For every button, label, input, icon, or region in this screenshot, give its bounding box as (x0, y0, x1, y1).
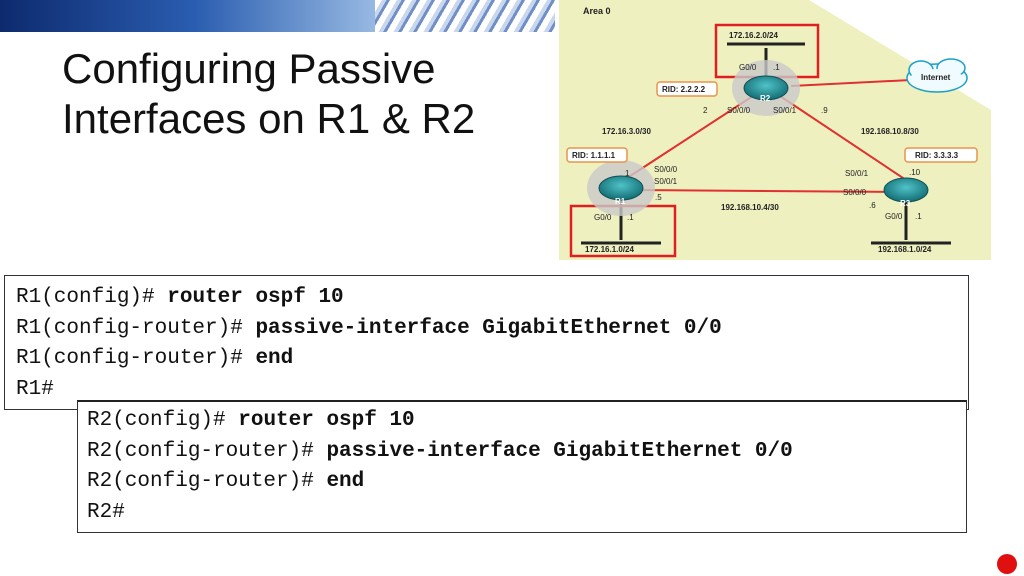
r2-ip-to-r3: .9 (821, 106, 828, 115)
prompt: R2# (87, 500, 125, 524)
r2-lan-label: 172.16.2.0/24 (729, 31, 778, 40)
r2-s000-label: S0/0/0 (727, 106, 751, 115)
r3-rid-box (904, 147, 978, 163)
prompt: R2(config)# (87, 409, 239, 432)
link-r2-r3-label: 192.168.10.8/30 (861, 127, 919, 136)
link-r1-r2-label: 172.16.3.0/30 (602, 127, 651, 136)
r1-ip-to-r3: .5 (655, 193, 662, 202)
prompt: R1(config-router)# (16, 316, 256, 340)
command: passive-interface GigabitEthernet 0/0 (326, 439, 793, 463)
r1-lan-label: 172.16.1.0/24 (585, 245, 634, 254)
r2-g0-label: G0/0 (739, 63, 757, 72)
r2-command-line: R2(config)# router ospf 10 (87, 406, 966, 437)
r1-ip-to-r2: 1 (625, 169, 630, 178)
link-r2-internet (790, 79, 912, 87)
header-banner (0, 0, 555, 32)
r3-s000-label: S0/0/0 (843, 188, 867, 197)
r2-g0-ip: .1 (773, 63, 780, 72)
r2-s001-label: S0/0/1 (773, 106, 797, 115)
r3-g0-ip: .1 (915, 212, 922, 221)
command: end (255, 347, 294, 370)
ospf-topology-diagram: Area 0 R2 R1 R3 Internet RID: 2.2.2.2 RI… (559, 0, 991, 260)
title-line-1: Configuring Passive (62, 45, 436, 92)
r3-ip-to-r1: .6 (869, 201, 876, 210)
link-r1-r3 (628, 189, 900, 193)
command: router ospf 10 (238, 409, 415, 432)
r2-rid-box (656, 81, 718, 97)
r1-s001-label: S0/0/1 (654, 177, 678, 186)
link-r2-r3 (773, 91, 910, 183)
r3-ip-to-r2: .10 (909, 168, 921, 177)
command: passive-interface GigabitEthernet 0/0 (255, 316, 722, 340)
prompt: R1# (16, 377, 54, 401)
r1-rid: RID: 1.1.1.1 (572, 151, 616, 160)
prompt: R1(config-router)# (16, 347, 256, 370)
internet-label: Internet (921, 73, 951, 82)
r3-lan-label: 192.168.1.0/24 (878, 245, 932, 254)
r2-command-line: R2(config-router)# passive-interface Gig… (87, 437, 966, 468)
command: router ospf 10 (167, 286, 344, 309)
r1-command-line: R1(config)# router ospf 10 (16, 283, 968, 314)
r2-ip-to-r1: 2 (703, 106, 708, 115)
link-r1-r3-label: 192.168.10.4/30 (721, 203, 779, 212)
prompt: R2(config-router)# (87, 470, 327, 493)
r2-rid: RID: 2.2.2.2 (662, 85, 706, 94)
r3-router-icon (883, 177, 929, 203)
banner-stripe (375, 0, 555, 32)
area-0-background (559, 0, 991, 260)
r1-command-line: R1# (16, 375, 968, 406)
r2-router-icon (743, 75, 789, 101)
r1-s000-label: S0/0/0 (654, 165, 678, 174)
r3-g0-label: G0/0 (885, 212, 903, 221)
r2-command-line: R2# (87, 498, 966, 529)
record-indicator-dot (997, 554, 1017, 574)
r2-command-box: R2(config)# router ospf 10 R2(config-rou… (77, 400, 967, 533)
link-r1-r2 (620, 91, 760, 183)
r3-name: R3 (900, 199, 911, 208)
r1-g0-ip: .1 (627, 213, 634, 222)
r1-command-box: R1(config)# router ospf 10 R1(config-rou… (4, 275, 969, 410)
r3-s001-label: S0/0/1 (845, 169, 869, 178)
r2-name: R2 (760, 94, 771, 103)
r1-g0-label: G0/0 (594, 213, 612, 222)
title-line-2: Interfaces on R1 & R2 (62, 95, 476, 142)
r2-command-line: R2(config-router)# end (87, 467, 966, 498)
r1-name: R1 (615, 197, 626, 206)
prompt: R2(config-router)# (87, 439, 327, 463)
r1-router-icon (598, 175, 644, 201)
area-label: Area 0 (583, 6, 611, 16)
r1-rid-box (566, 147, 628, 163)
command: end (326, 470, 365, 493)
slide-title: Configuring Passive Interfaces on R1 & R… (62, 44, 542, 144)
internet-cloud (906, 58, 968, 93)
r1-command-line: R1(config-router)# end (16, 344, 968, 375)
prompt: R1(config)# (16, 286, 168, 309)
r3-rid: RID: 3.3.3.3 (915, 151, 959, 160)
r1-command-line: R1(config-router)# passive-interface Gig… (16, 314, 968, 345)
